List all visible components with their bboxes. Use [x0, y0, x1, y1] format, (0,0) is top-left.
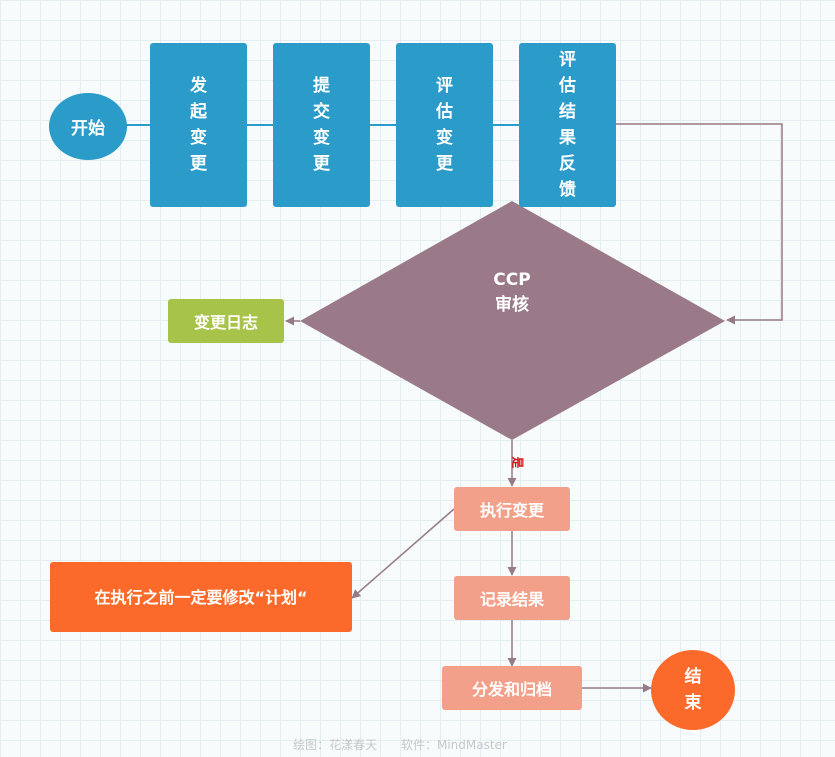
change-log-label: 变更日志	[193, 313, 258, 332]
footer-software: 软件：MindMaster	[400, 738, 507, 752]
ccp-review-label: CCP审核	[493, 270, 531, 315]
end-label: 结束	[684, 667, 702, 713]
execute-change-label: 执行变更	[479, 501, 544, 520]
footer: 绘图：花漾春天 软件：MindMaster	[0, 736, 800, 753]
connector-feedback-to-review	[616, 123, 783, 325]
evaluation-feedback-label: 评估结果反馈	[559, 50, 576, 200]
submit-change-label: 提交变更	[313, 76, 330, 174]
distribute-archive-node: 分发和归档	[442, 666, 582, 710]
change-log-node: 变更日志	[168, 299, 284, 343]
record-result-label: 记录结果	[479, 590, 544, 609]
execute-change-node: 执行变更	[454, 487, 570, 531]
distribute-archive-label: 分发和归档	[471, 680, 552, 699]
start-node: 开始	[49, 93, 127, 160]
yes-edge-label: 是	[510, 456, 525, 469]
evaluate-change-label: 评估变更	[436, 76, 453, 174]
modify-plan-note: 在执行之前一定要修改“计划“	[50, 562, 352, 632]
connector-execute-to-note	[351, 508, 455, 599]
ccp-review-diamond	[300, 201, 725, 440]
footer-author: 绘图：花漾春天	[293, 738, 378, 752]
initiate-change-label: 发起变更	[190, 76, 207, 174]
evaluate-change-node: 评估变更	[396, 43, 493, 207]
initiate-change-node: 发起变更	[150, 43, 247, 207]
modify-plan-note-label: 在执行之前一定要修改“计划“	[94, 587, 308, 607]
start-label: 开始	[71, 119, 105, 139]
evaluation-feedback-node: 评估结果反馈	[519, 43, 616, 207]
submit-change-node: 提交变更	[273, 43, 370, 207]
end-node: 结束	[651, 650, 735, 730]
record-result-node: 记录结果	[454, 576, 570, 620]
